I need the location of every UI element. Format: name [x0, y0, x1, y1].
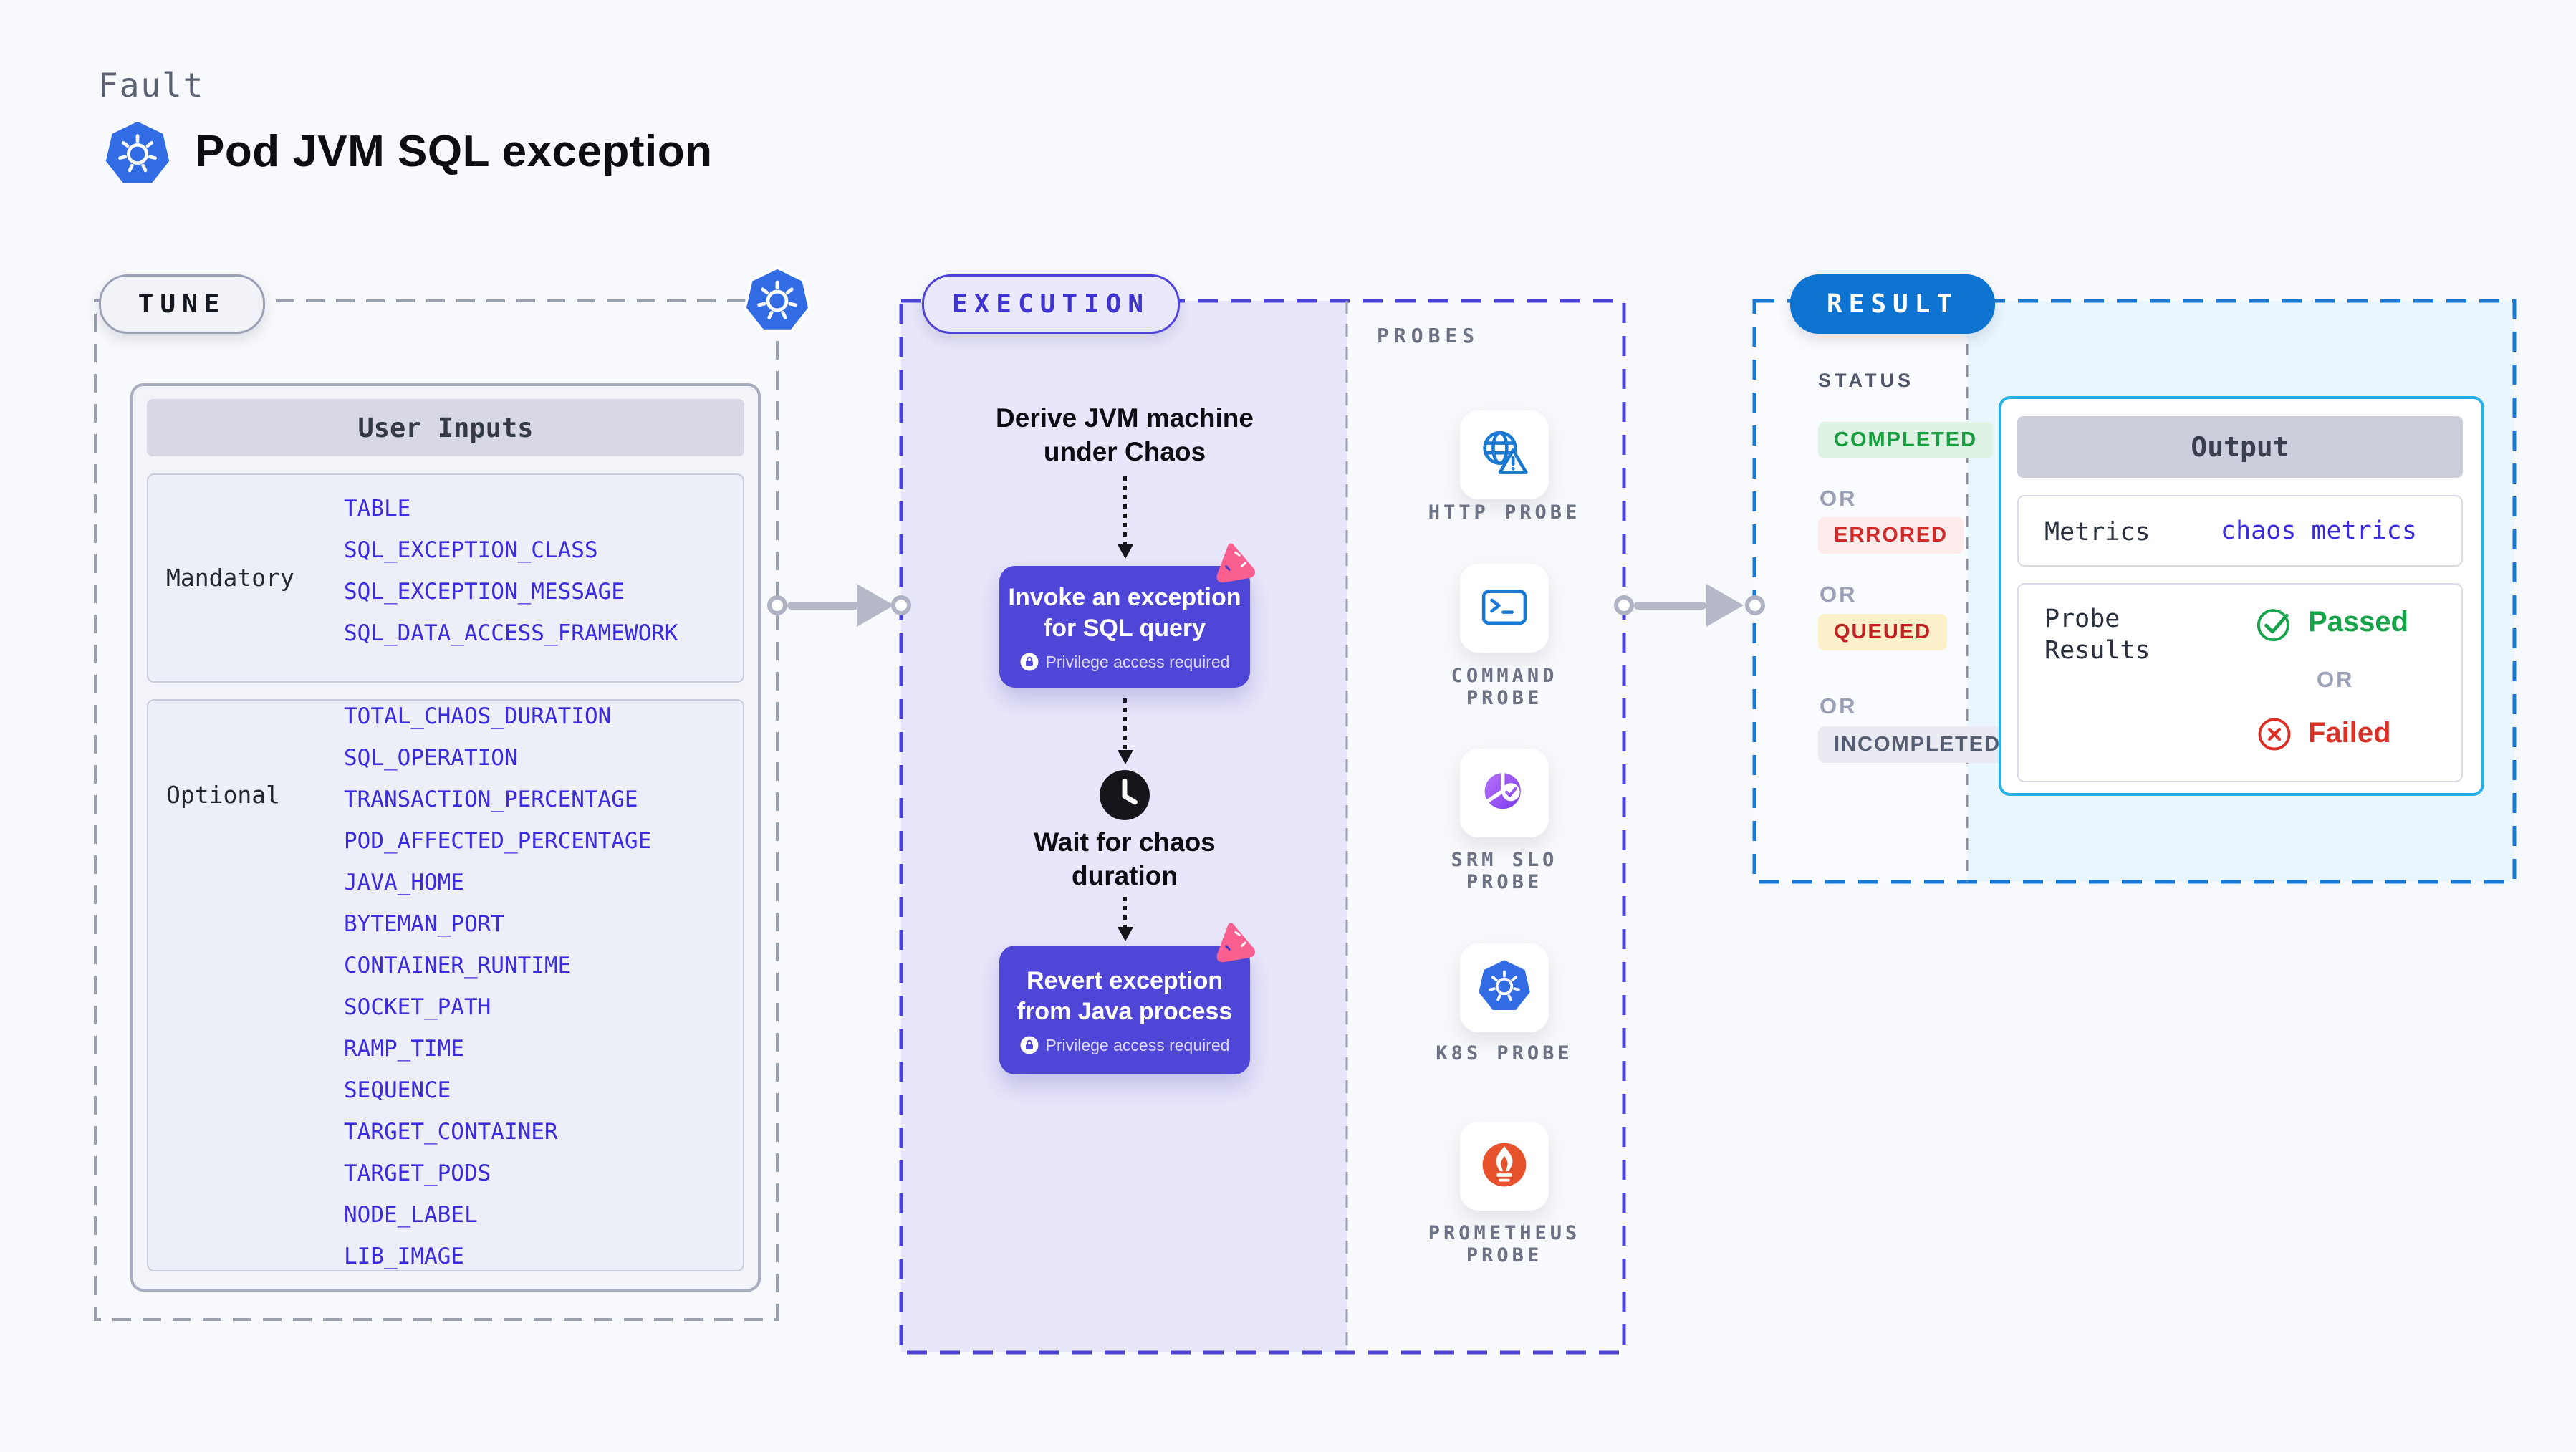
user-inputs-title: User Inputs [147, 399, 744, 456]
param: SQL_EXCEPTION_CLASS [344, 537, 598, 563]
or-separator: OR [1820, 486, 1857, 511]
invoke-exception-step: Invoke an exception for SQL query Privil… [999, 566, 1250, 688]
command-probe-icon [1477, 580, 1532, 638]
output-title: Output [2017, 416, 2463, 478]
param: SOCKET_PATH [344, 994, 491, 1020]
connector-node [891, 595, 911, 615]
page-title: Pod JVM SQL exception [195, 127, 713, 176]
derive-step-text: Derive JVM machine under Chaos [996, 403, 1254, 466]
k8s-probe-icon [1477, 959, 1532, 1017]
param: TOTAL_CHAOS_DURATION [344, 703, 612, 729]
param: SQL_OPERATION [344, 745, 518, 771]
http-probe-card [1460, 410, 1549, 499]
http-probe-icon [1477, 426, 1532, 484]
probe-results-row: Probe Results Passed OR Failed [2017, 583, 2463, 782]
param: TARGET_CONTAINER [344, 1119, 558, 1145]
arrow-tune-execution [787, 602, 864, 610]
metrics-row: Metrics chaos metrics [2017, 495, 2463, 567]
output-card: Output Metrics chaos metrics Probe Resul… [1999, 396, 2484, 796]
arrow-head [857, 584, 894, 627]
metrics-value: chaos metrics [2221, 516, 2417, 545]
optional-label: Optional [166, 781, 280, 809]
prometheus-probe-card [1460, 1122, 1549, 1211]
mandatory-params-box [147, 473, 744, 683]
fault-eyebrow: Fault [98, 66, 205, 105]
param: SQL_DATA_ACCESS_FRAMEWORK [344, 620, 678, 646]
status-badge-completed: COMPLETED [1818, 422, 1994, 458]
wait-step-text: Wait for chaos duration [1034, 827, 1216, 890]
optional-param-list: TOTAL_CHAOS_DURATION SQL_OPERATION TRANS… [344, 702, 651, 1271]
probes-column-label: PROBES [1377, 324, 1480, 347]
passed-label: Passed [2308, 606, 2409, 638]
optional-params-box [147, 699, 744, 1271]
or-separator: OR [2317, 667, 2355, 692]
revert-step-text: Revert exception from Java process [1017, 966, 1233, 1025]
result-section-pill: RESULT [1790, 274, 1995, 334]
status-badge-queued: QUEUED [1818, 614, 1948, 650]
privilege-note-text: Privilege access required [1045, 652, 1230, 671]
failed-label: Failed [2308, 717, 2391, 749]
status-label: STATUS [1818, 370, 1914, 391]
k8s-probe-card [1460, 943, 1549, 1032]
param: CONTAINER_RUNTIME [344, 953, 572, 979]
prometheus-probe-icon [1477, 1138, 1532, 1196]
param: NODE_LABEL [344, 1202, 478, 1228]
arrow-head [1706, 584, 1744, 627]
status-badge-errored: ERRORED [1818, 517, 1964, 554]
privilege-note: Privilege access required [1020, 1035, 1230, 1055]
failed-x-icon [2255, 715, 2294, 754]
lock-icon [1020, 653, 1039, 671]
param: JAVA_HOME [344, 870, 464, 895]
lock-icon [1020, 1036, 1039, 1054]
privilege-note-text: Privilege access required [1045, 1035, 1230, 1054]
metrics-label: Metrics [2044, 518, 2150, 547]
param: BYTEMAN_PORT [344, 911, 504, 937]
kubernetes-corner-icon [743, 266, 812, 335]
command-probe-card [1460, 564, 1549, 653]
param: TARGET_PODS [344, 1160, 491, 1186]
param: RAMP_TIME [344, 1036, 464, 1062]
param: TABLE [344, 496, 411, 521]
execution-section-pill: EXECUTION [922, 274, 1180, 334]
srm-slo-probe-icon [1477, 764, 1532, 822]
kubernetes-icon [104, 120, 171, 188]
flow-arrow-down [1123, 897, 1127, 927]
flow-arrow-down [1123, 698, 1127, 750]
passed-check-icon [2255, 604, 2294, 643]
param: LIB_IMAGE [344, 1244, 464, 1269]
k8s-probe-label: K8S PROBE [1436, 1042, 1573, 1064]
srm-slo-probe-card [1460, 749, 1549, 837]
revert-exception-step: Revert exception from Java process Privi… [999, 946, 1250, 1074]
srm-slo-probe-label: SRM SLO PROBE [1451, 849, 1558, 893]
connector-node [767, 595, 787, 615]
param: POD_AFFECTED_PERCENTAGE [344, 828, 652, 854]
flow-arrow-down [1123, 476, 1127, 544]
http-probe-label: HTTP PROBE [1428, 501, 1581, 524]
chaos-fault-icon [1207, 916, 1259, 966]
chaos-fault-icon [1207, 537, 1259, 587]
mandatory-param-list: TABLE SQL_EXCEPTION_CLASS SQL_EXCEPTION_… [344, 494, 678, 648]
or-separator: OR [1820, 582, 1857, 607]
param: SEQUENCE [344, 1077, 451, 1103]
mandatory-label: Mandatory [166, 564, 294, 592]
prometheus-probe-label: PROMETHEUS PROBE [1428, 1222, 1581, 1266]
connector-node [1614, 595, 1634, 615]
arrow-execution-result [1634, 602, 1706, 610]
param: SQL_EXCEPTION_MESSAGE [344, 579, 625, 605]
connector-node [1745, 595, 1765, 615]
or-separator: OR [1820, 693, 1857, 718]
param: TRANSACTION_PERCENTAGE [344, 787, 638, 812]
privilege-note: Privilege access required [1020, 652, 1230, 672]
command-probe-label: COMMAND PROBE [1451, 665, 1558, 709]
probe-results-label: Probe Results [2044, 605, 2150, 665]
invoke-step-text: Invoke an exception for SQL query [1008, 583, 1241, 642]
tune-section-pill: TUNE [99, 274, 265, 334]
status-badge-incompleted: INCOMPLETED [1818, 726, 2017, 763]
clock-icon [1097, 768, 1152, 822]
